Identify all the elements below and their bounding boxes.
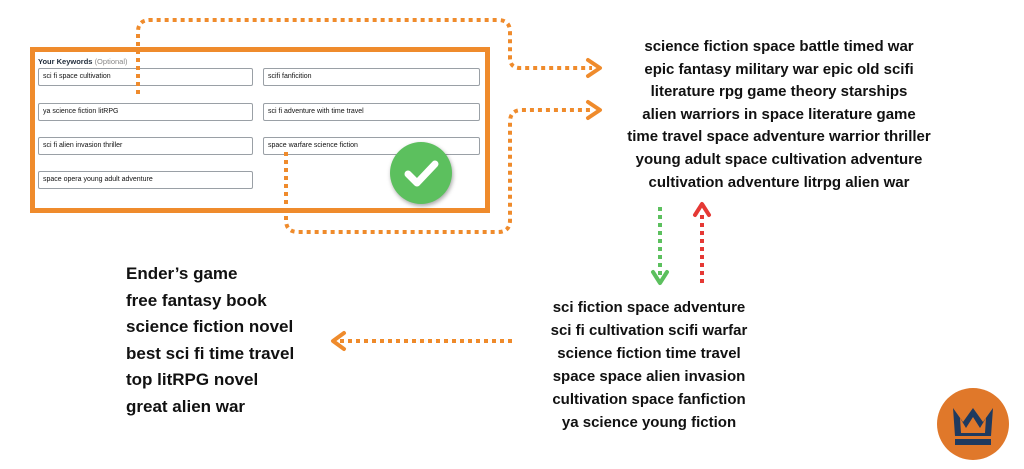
- keyword-input-5[interactable]: sci fi alien invasion thriller: [38, 137, 253, 155]
- search-phrase: best sci fi time travel: [126, 343, 295, 363]
- search-phrase: free fantasy book: [126, 290, 267, 310]
- search-phrases-list: Ender’s game free fantasy book science f…: [126, 261, 326, 421]
- keyword-input-3[interactable]: ya science fiction litRPG: [38, 103, 253, 121]
- cloud-line: sci fiction space adventure: [552, 299, 746, 316]
- red-up-arrowhead: [693, 202, 711, 217]
- approved-badge: [390, 142, 452, 204]
- crown-logo-icon: [953, 408, 993, 445]
- connector-bottom: [284, 108, 592, 234]
- keyword-input-4[interactable]: sci fi adventure with time travel: [263, 103, 480, 121]
- search-phrase: Ender’s game: [126, 264, 238, 283]
- cloud-line: ya science young fiction: [561, 414, 737, 431]
- cloud-line: alien warriors in space literature game: [642, 105, 916, 123]
- left-arrowhead: [331, 331, 346, 351]
- cloud-line: cultivation space fanfiction: [552, 391, 746, 408]
- cloud-line: cultivation adventure litrpg alien war: [648, 173, 910, 191]
- connector-top: [136, 18, 592, 94]
- cloud-line: epic fantasy military war epic old scifi: [644, 60, 914, 78]
- keyword-input-1[interactable]: sci fi space cultivation: [38, 68, 253, 86]
- keywords-heading-note: (Optional): [94, 57, 128, 66]
- arrowhead-top: [586, 58, 602, 78]
- search-phrase: top litRPG novel: [126, 370, 259, 390]
- crown-logo: [937, 388, 1009, 460]
- keyword-input-2[interactable]: scifi fanficition: [263, 68, 480, 86]
- keyword-cloud-bottom: sci fiction space adventure sci fi culti…: [520, 296, 778, 434]
- cloud-line: sci fi cultivation scifi warfar: [550, 322, 748, 339]
- search-phrase: great alien war: [126, 396, 246, 416]
- cloud-line: science fiction time travel: [557, 345, 741, 362]
- keywords-heading: Your Keywords (Optional): [38, 57, 128, 66]
- cloud-line: young adult space cultivation adventure: [635, 150, 923, 168]
- search-phrase: science fiction novel: [126, 317, 294, 337]
- arrowhead-bottom: [586, 100, 602, 120]
- keyword-cloud-top: science fiction space battle timed war e…: [604, 36, 954, 194]
- cloud-line: time travel space adventure warrior thri…: [627, 128, 931, 146]
- cloud-line: space space alien invasion: [552, 368, 746, 385]
- cloud-line: science fiction space battle timed war: [644, 38, 914, 55]
- keyword-input-7[interactable]: space opera young adult adventure: [38, 171, 253, 189]
- checkmark-icon: [404, 160, 439, 187]
- keywords-heading-label: Your Keywords: [38, 57, 93, 66]
- green-down-arrowhead: [651, 270, 669, 285]
- cloud-line: literature rpg game theory starships: [650, 83, 908, 101]
